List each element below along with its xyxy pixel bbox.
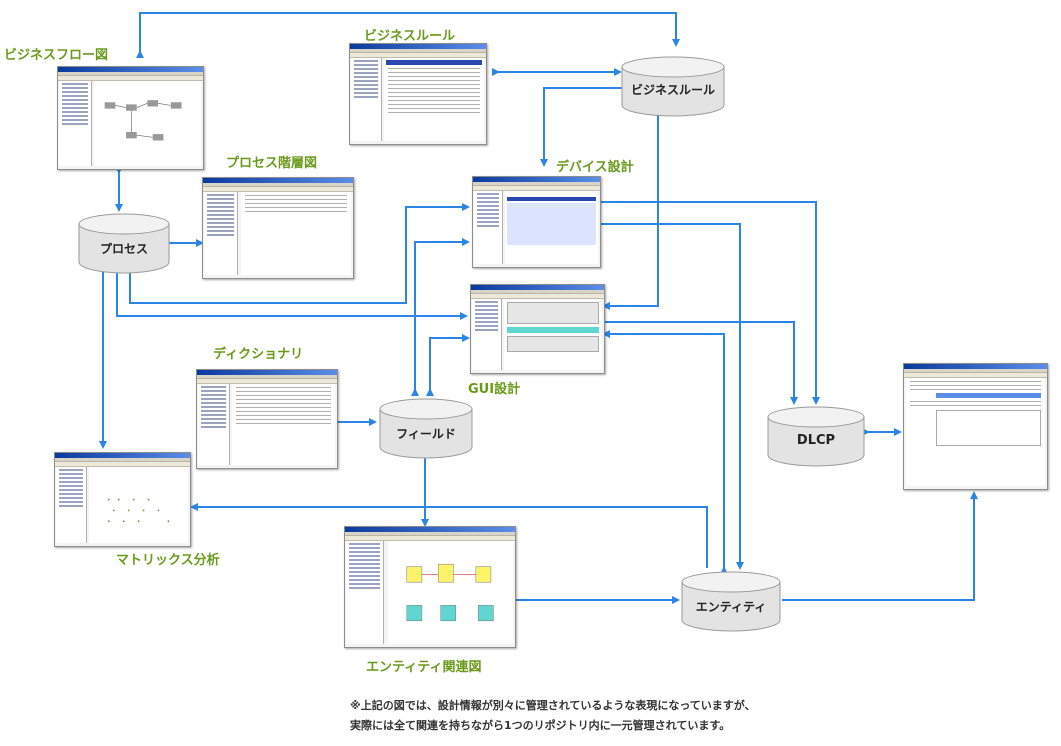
- field-store: [379, 398, 473, 459]
- er-diagram-label: エンティティ関連図: [366, 660, 482, 675]
- dictionary-screenshot: [196, 369, 338, 469]
- arrow-device-entity: [600, 223, 744, 570]
- arrow-process-gui: [116, 272, 468, 320]
- process-store: [78, 213, 170, 274]
- arrow-device-dlcp: [600, 201, 820, 405]
- business-rule-screen-label: ビジネスルール: [364, 29, 456, 44]
- arrow-gui-dlcp: [604, 321, 798, 405]
- gui-design-label: GUI設計: [468, 382, 521, 397]
- process-store-label: プロセス: [99, 242, 148, 256]
- entity-store: [681, 571, 781, 632]
- entity-store-label: エンティティ: [695, 600, 767, 614]
- arrow-field-device: [411, 238, 470, 396]
- dictionary-label: ディクショナリ: [213, 347, 304, 362]
- arrow-rule-to-device: [540, 87, 624, 167]
- arrow-entity-gui: [602, 330, 728, 574]
- business-flow-screenshot: [57, 66, 204, 170]
- business-flow-label: ビジネスフロー図: [4, 48, 109, 63]
- business-rule-screenshot: [349, 43, 487, 145]
- gui-design-screenshot: [470, 284, 605, 374]
- matrix-analysis-screenshot: [54, 452, 191, 547]
- field-store-label: フィールド: [396, 427, 456, 441]
- business-rule-store-label: ビジネスルール: [630, 83, 715, 97]
- dlcp-detail-screenshot: [903, 363, 1048, 490]
- arrow-entity-matrix: [190, 503, 708, 568]
- process-hierarchy-screenshot: [202, 177, 354, 279]
- arrow-field-gui: [426, 334, 470, 396]
- arrow-entity-screen: [782, 491, 978, 601]
- arrow-rule-gui: [602, 106, 662, 310]
- footnote-line-1: ※上記の図では、設計情報が別々に管理されているような表現になっていますが、: [350, 699, 756, 712]
- footnote-line-2: 実際には全て関連を持ちながら1つのリポジトリ内に一元管理されています。: [350, 719, 731, 732]
- business-rule-store: [621, 56, 725, 117]
- dlcp-store: [767, 406, 865, 467]
- er-diagram-screenshot: [344, 526, 516, 648]
- matrix-analysis-label: マトリックス分析: [116, 553, 220, 568]
- arrow-flow-to-rule: [136, 12, 680, 58]
- dlcp-store-label: DLCP: [796, 433, 836, 448]
- device-design-label: デバイス設計: [556, 160, 634, 175]
- process-hierarchy-label: プロセス階層図: [226, 156, 318, 171]
- arrow-process-device: [129, 203, 470, 304]
- device-design-screenshot: [472, 176, 601, 268]
